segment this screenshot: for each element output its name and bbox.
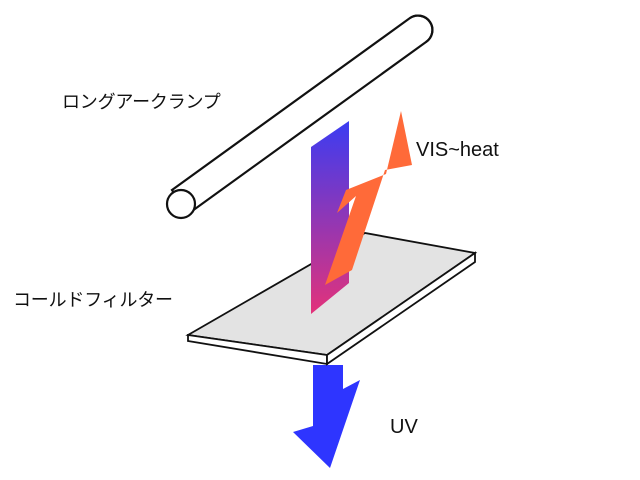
vis-heat-reflected-arrow	[325, 111, 412, 285]
incoming-light-beam	[311, 121, 349, 314]
lamp-tube-end	[165, 188, 197, 220]
filter-side-edge	[326, 251, 476, 366]
vis-heat-arrow-shape	[325, 111, 412, 285]
uv-transmitted-arrow	[293, 365, 360, 468]
incoming-beam-shape	[311, 121, 349, 314]
filter-label: コールドフィルター	[13, 290, 173, 311]
uv-arrow-shape	[293, 365, 360, 468]
lamp-tube-body	[170, 14, 434, 216]
lamp-tube-top-edge	[409, 14, 434, 43]
vis-heat-label: VIS~heat	[416, 139, 499, 161]
uv-label: UV	[390, 416, 418, 438]
lamp-label: ロングアークランプ	[62, 92, 221, 113]
long-arc-lamp	[165, 14, 434, 220]
